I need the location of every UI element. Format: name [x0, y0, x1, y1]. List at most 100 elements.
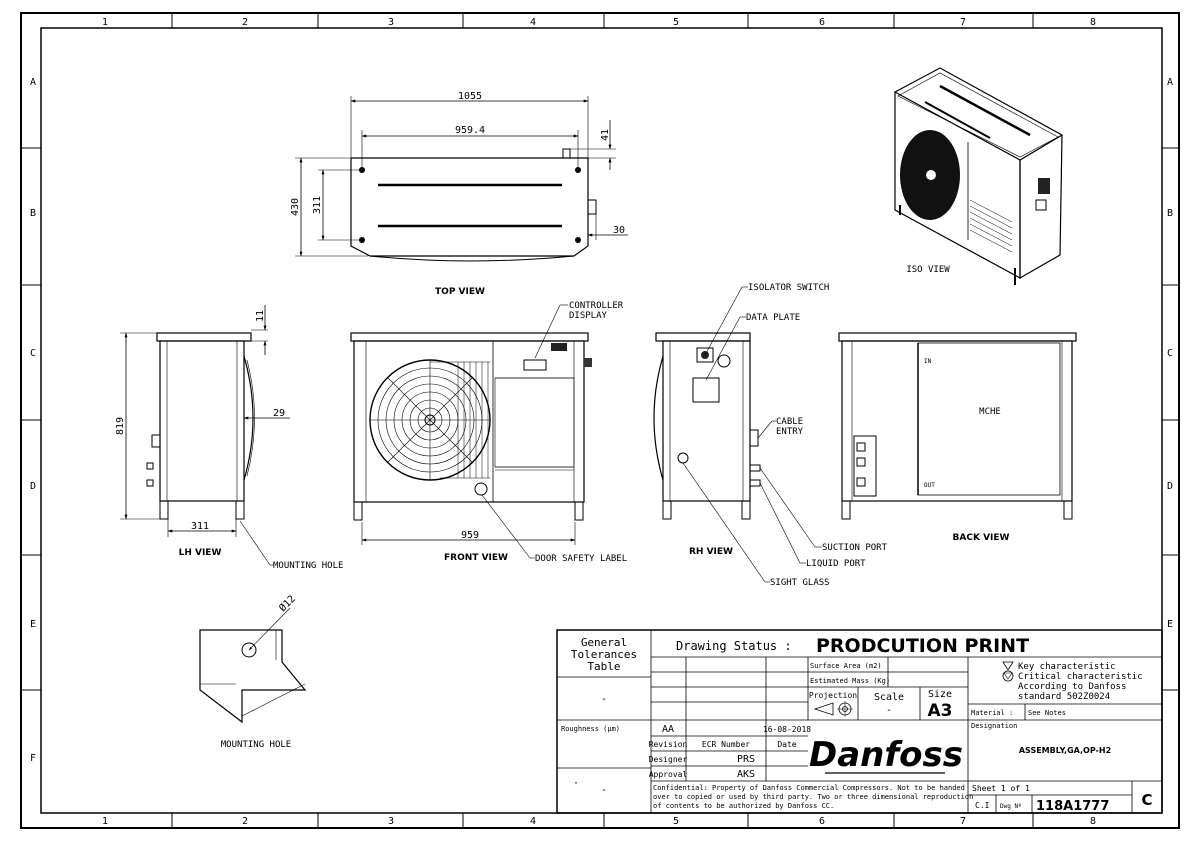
row-label-c-right: C [1167, 348, 1173, 359]
col-label-5-bottom: 5 [673, 816, 679, 827]
critical-characteristic-icon [1002, 670, 1014, 682]
gen-tol-3: Table [587, 660, 620, 673]
row-label-b-right: B [1167, 208, 1173, 219]
scale-value: - [886, 705, 892, 716]
dim-top-small: 41 [600, 129, 611, 141]
roughness-dot: · [573, 778, 579, 789]
dim-hole-dia: Ø12 [277, 593, 298, 614]
roughness-dash: - [601, 785, 607, 796]
gen-tol-dash: - [601, 694, 607, 705]
callout-liquid: LIQUID PORT [806, 559, 866, 569]
front-view: 959 FRONT VIEW CONTROLLER DISPLAY DOOR S… [350, 301, 627, 564]
dim-top-depth-inner: 311 [312, 196, 323, 214]
col-label-2-bottom: 2 [242, 816, 248, 827]
dim-lh-height: 819 [115, 417, 126, 435]
mounting-hole-label: MOUNTING HOLE [221, 740, 291, 750]
col-label-3: 3 [388, 17, 394, 28]
material-label: Material : [971, 709, 1013, 717]
danfoss-logo: Danfoss [809, 735, 963, 775]
callout-suction: SUCTION PORT [822, 543, 888, 553]
confidential-2: over to copied or used by third party. T… [653, 793, 973, 801]
top-view: 1055 959.4 41 430 311 30 TOP VIEW [290, 91, 628, 297]
col-label-7: 7 [960, 17, 966, 28]
designer-value: PRS [737, 754, 755, 765]
dim-lh-fan: 29 [273, 408, 285, 419]
confidential-3: of contents to be authorized by Danfoss … [653, 802, 834, 810]
row-label-e: E [30, 619, 36, 630]
surface-area-label: Surface Area (m2) [810, 662, 882, 670]
iso-view: ISO VIEW [893, 67, 1064, 285]
revision-label: Revision [649, 740, 688, 749]
back-out-label: OUT [924, 482, 935, 489]
callout-isolator: ISOLATOR SWITCH [748, 283, 829, 293]
material-value: See Notes [1028, 709, 1066, 717]
revision-date: 16-08-2018 [763, 725, 811, 734]
col-label-8-bottom: 8 [1090, 816, 1096, 827]
key-char-1: Key characteristic [1018, 662, 1116, 672]
col-label-8: 8 [1090, 17, 1096, 28]
designation-value: ASSEMBLY,GA,OP-H2 [1019, 746, 1111, 755]
callout-cable: CABLE [776, 417, 803, 427]
key-char-3: According to Danfoss [1018, 682, 1126, 692]
back-in-label: IN [924, 358, 932, 365]
col-label-5: 5 [673, 17, 679, 28]
dim-top-side: 30 [613, 225, 625, 236]
lh-view-label: LH VIEW [179, 548, 222, 558]
row-label-a-right: A [1167, 77, 1173, 88]
top-view-label: TOP VIEW [435, 287, 485, 297]
mounting-hole-detail: Ø12 MOUNTING HOLE [199, 593, 307, 750]
row-label-c: C [30, 348, 36, 359]
revision-code: AA [662, 724, 674, 735]
front-view-label: FRONT VIEW [444, 553, 508, 563]
row-label-a: A [30, 77, 36, 88]
rev-letter: C [1141, 791, 1152, 809]
title-block: General Tolerances Table - Roughness (µm… [556, 629, 1163, 814]
col-label-6: 6 [819, 17, 825, 28]
roughness-label: Roughness (µm) [561, 725, 620, 733]
designation-label: Designation [971, 722, 1017, 730]
callout-mounting-hole: MOUNTING HOLE [273, 561, 343, 571]
dim-top-depth: 430 [290, 198, 301, 216]
key-characteristic-icon [1002, 661, 1014, 671]
col-label-4: 4 [530, 17, 536, 28]
rh-view-label: RH VIEW [689, 547, 733, 557]
back-view: MCHE IN OUT BACK VIEW [838, 332, 1077, 543]
col-label-2: 2 [242, 17, 248, 28]
callout-door-label: DOOR SAFETY LABEL [535, 554, 627, 564]
dim-top-width: 1055 [458, 91, 482, 102]
row-label-f: F [30, 753, 36, 764]
projection-label: Projection [809, 691, 857, 700]
col-label-6-bottom: 6 [819, 816, 825, 827]
callout-controller: CONTROLLER [569, 301, 624, 311]
estimated-mass-label: Estimated Mass (Kg) [810, 677, 890, 685]
designer-label: Designer [649, 755, 688, 764]
dwg-label: Dwg Nº [1000, 803, 1022, 810]
back-mche-label: MCHE [979, 407, 1001, 417]
sheet-label: Sheet 1 of 1 [972, 784, 1030, 793]
col-label-4-bottom: 4 [530, 816, 536, 827]
col-label-1-bottom: 1 [102, 816, 108, 827]
callout-display: DISPLAY [569, 311, 608, 321]
col-label-3-bottom: 3 [388, 816, 394, 827]
ecr-label: ECR Number [702, 740, 750, 749]
callout-entry: ENTRY [776, 427, 804, 437]
row-label-d-right: D [1167, 481, 1173, 492]
approval-label: Approval [649, 770, 688, 779]
size-label: Size [928, 689, 952, 700]
size-value: A3 [928, 701, 953, 721]
dwg-number: 118A1777 [1036, 799, 1109, 814]
key-char-2: Critical characteristic [1018, 672, 1143, 682]
approval-value: AKS [737, 769, 755, 780]
callout-data-plate: DATA PLATE [746, 313, 800, 323]
scale-label: Scale [874, 692, 904, 703]
date-label: Date [777, 740, 796, 749]
ci-label: C.I [975, 801, 990, 810]
iso-view-label: ISO VIEW [906, 265, 950, 275]
lh-view: 819 11 29 311 LH VIEW MOUNTING HOLE [115, 305, 343, 571]
dim-lh-top: 11 [255, 310, 266, 322]
gen-tol-2: Tolerances [571, 648, 637, 661]
row-label-b: B [30, 208, 36, 219]
rh-view: RH VIEW ISOLATOR SWITCH DATA PLATE CABLE… [653, 283, 888, 588]
dim-lh-base: 311 [191, 521, 209, 532]
